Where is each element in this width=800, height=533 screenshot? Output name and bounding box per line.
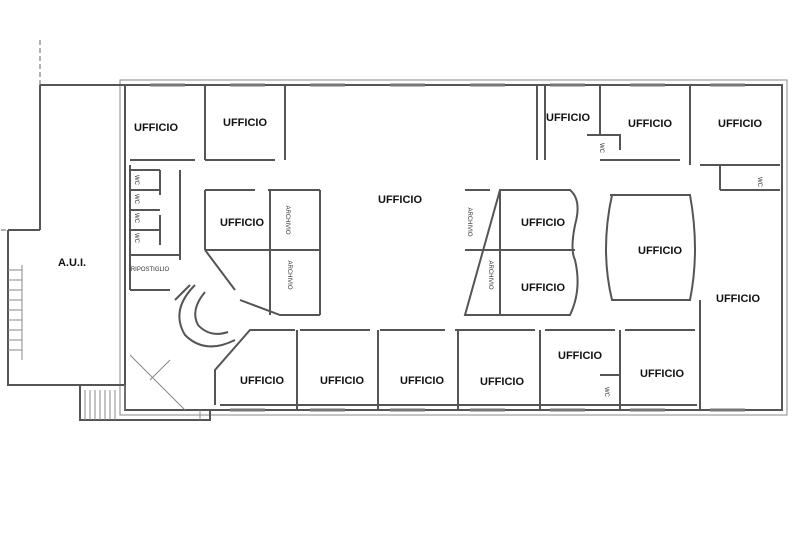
room-label-wc: WC	[756, 177, 762, 188]
room-label-office: UFFICIO	[521, 217, 565, 229]
room-label-office: UFFICIO	[638, 245, 682, 257]
room-label-office: UFFICIO	[628, 118, 672, 130]
room-label-office: UFFICIO	[718, 118, 762, 130]
building-walls	[7, 79, 788, 421]
room-label-wc: WC	[133, 175, 139, 186]
room-label-archive: ARCHIVIO	[487, 260, 493, 289]
room-label-office: UFFICIO	[220, 217, 264, 229]
room-label-aui: A.U.I.	[58, 257, 86, 269]
room-label-wc: WC	[133, 194, 139, 205]
room-label-office: UFFICIO	[558, 350, 602, 362]
room-label-wc: WC	[603, 387, 609, 398]
room-label-office: UFFICIO	[320, 375, 364, 387]
room-label-office: UFFICIO	[716, 293, 760, 305]
room-label-office: UFFICIO	[480, 376, 524, 388]
room-label-wc: WC	[598, 143, 604, 154]
room-label-office: UFFICIO	[400, 375, 444, 387]
room-label-archive: ARCHIVIO	[286, 260, 292, 289]
room-label-archive: ARCHIVIO	[284, 205, 290, 234]
room-label-office: UFFICIO	[134, 122, 178, 134]
property-boundary	[0, 40, 41, 231]
room-label-office: UFFICIO	[546, 112, 590, 124]
room-label-office: UFFICIO	[223, 117, 267, 129]
room-label-wc: WC	[133, 233, 139, 244]
room-label-wc: WC	[133, 213, 139, 224]
room-label-office: UFFICIO	[640, 368, 684, 380]
room-label-storage: RIPOSTIGLIO	[131, 267, 170, 273]
room-label-office: UFFICIO	[240, 375, 284, 387]
room-label-office: UFFICIO	[521, 282, 565, 294]
room-label-archive: ARCHIVIO	[466, 207, 472, 236]
room-label-office-main: UFFICIO	[378, 194, 422, 206]
